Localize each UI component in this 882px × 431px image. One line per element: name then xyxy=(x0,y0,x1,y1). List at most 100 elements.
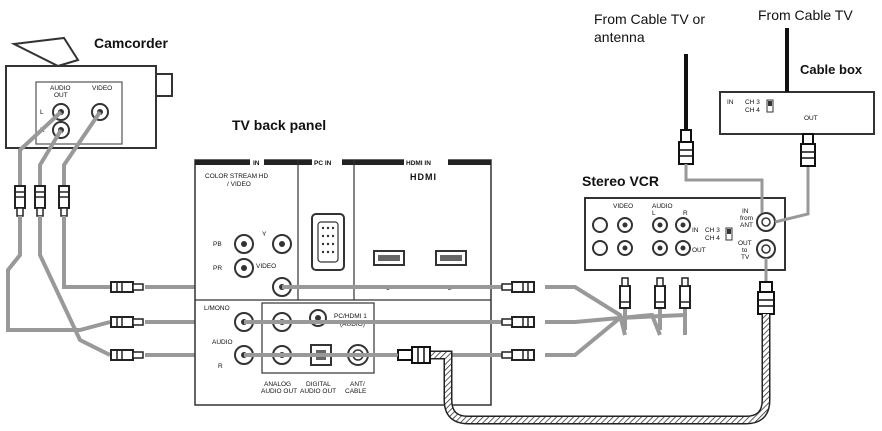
line-vcr-video-out xyxy=(545,285,627,336)
antenna-coax-cable xyxy=(678,54,694,165)
vcr-out-to-tv-label-3: TV xyxy=(741,254,750,261)
camcorder-rca-plugs xyxy=(14,185,70,217)
cable-box-out-coax-plug xyxy=(800,143,816,167)
stereo-vcr: VIDEO AUDIO L R IN OUT CH 3 CH 4 IN from… xyxy=(584,197,786,271)
tv-in-header: IN xyxy=(253,160,260,167)
cable-box-body xyxy=(719,91,875,135)
cable-video-to-tv xyxy=(62,216,110,289)
vcr-in-from-ant-label-3: ANT xyxy=(740,222,753,229)
rca-plug-tv-r-left xyxy=(110,349,144,361)
tv-pcin-label-bg xyxy=(312,157,342,167)
from-cable-tv-or-antenna-label: From Cable TV or xyxy=(594,11,705,27)
tv-y-label: Y xyxy=(262,231,267,238)
tv-hdmi-label-bg xyxy=(404,157,448,167)
stereo-vcr-title: Stereo VCR xyxy=(582,173,659,189)
tv-digital-audio-out-label: DIGITAL xyxy=(306,381,331,388)
rca-plug-vcr-l xyxy=(654,277,666,309)
rca-plug-right-l xyxy=(501,316,535,328)
tv-analog-audio-out-label: ANALOG xyxy=(264,381,291,388)
cable-box-ch4-label: CH 4 xyxy=(745,107,760,114)
rca-plug-cam-l xyxy=(14,185,26,217)
vcr-in-from-ant-label: IN xyxy=(742,208,749,215)
rca-plug-cam-video xyxy=(58,185,70,217)
cable-cam-r xyxy=(38,128,63,185)
cable-box: IN CH 3 CH 4 OUT xyxy=(719,91,875,135)
tv-l-mono-label: L/MONO xyxy=(204,305,230,312)
camcorder-lens-hood xyxy=(10,36,80,68)
tv-r-label: R xyxy=(218,363,223,370)
camcorder-audio-out-label: AUDIO xyxy=(50,85,71,92)
tv-pb-label: PB xyxy=(213,241,222,248)
tv-analog-audio-out-label-2: AUDIO OUT xyxy=(261,388,297,395)
from-cable-tv-or-antenna-label-2: antenna xyxy=(594,29,645,45)
vcr-video-label: VIDEO xyxy=(613,203,633,210)
cable-box-ch3-label: CH 3 xyxy=(745,99,760,106)
tv-left-rca-plugs xyxy=(110,281,144,361)
vcr-out-coax-plug xyxy=(757,291,775,315)
camcorder-l-label: L xyxy=(40,109,44,116)
vcr-l-label: L xyxy=(652,210,656,217)
tv-pc-hdmi1-label-2: (AUDIO) xyxy=(340,321,365,328)
tv-to-vcr-cables xyxy=(244,285,687,357)
line-vcr-l-out xyxy=(545,312,662,336)
tv-panel-top-bar xyxy=(195,160,491,165)
rca-plug-vcr-r xyxy=(679,277,691,309)
rca-plug-cam-r xyxy=(34,185,46,217)
vcr-ch3-label: CH 3 xyxy=(705,227,720,234)
cable-cam-video xyxy=(62,110,102,185)
rca-plug-tv-video-left xyxy=(110,281,144,293)
from-cable-tv-label: From Cable TV xyxy=(758,7,853,23)
tv-color-stream-label: COLOR STREAM HD xyxy=(205,173,269,180)
camcorder-viewfinder xyxy=(155,73,173,97)
tv-hdmi-in-header: HDMI IN xyxy=(406,160,431,167)
vcr-in-label: IN xyxy=(692,227,699,234)
rca-plug-right-video xyxy=(501,281,535,293)
vcr-body xyxy=(584,197,786,271)
antenna-coax-plug xyxy=(678,141,694,165)
tv-right-rca-plugs xyxy=(501,281,535,361)
tv-ant-cable-label: ANT/ xyxy=(350,381,365,388)
camcorder: AUDIO OUT VIDEO L R xyxy=(5,36,173,149)
cable-box-out-label: OUT xyxy=(804,115,818,122)
vcr-to-tv-coax xyxy=(368,258,775,425)
line-antenna-to-vcr xyxy=(684,164,764,213)
tv-back-panel-title: TV back panel xyxy=(232,117,326,133)
tv-ant-coax-plug xyxy=(411,346,431,364)
tv-pc-in-header: PC IN xyxy=(314,160,332,167)
camcorder-video-label: VIDEO xyxy=(92,85,112,92)
tv-audio-label: AUDIO xyxy=(212,339,233,346)
tv-in-label-bg xyxy=(250,157,264,167)
rf-connection-lines xyxy=(684,164,810,224)
vcr-svideo-in-jack xyxy=(592,217,608,233)
camcorder-cables xyxy=(18,110,102,185)
tv-video-label: VIDEO xyxy=(256,263,276,270)
vcr-in-from-ant-label-2: from xyxy=(740,215,753,222)
tv-ant-cable-label-2: CABLE xyxy=(345,388,367,395)
camcorder-audio-out-label-2: OUT xyxy=(54,92,68,99)
cable-box-out-coax xyxy=(800,133,816,167)
vcr-audio-label: AUDIO xyxy=(652,203,673,210)
cable-cam-l xyxy=(18,110,63,185)
tv-pc-hdmi1-label: PC/HDMI 1 xyxy=(334,313,367,320)
tv-back-panel: IN PC IN HDMI IN HDMI COLOR STREAM HD / … xyxy=(194,157,492,406)
camcorder-title: Camcorder xyxy=(94,35,168,51)
vcr-out-label: OUT xyxy=(692,247,706,254)
vcr-out-to-tv-label: OUT xyxy=(738,240,752,247)
vcr-ch4-label: CH 4 xyxy=(705,235,720,242)
vcr-out-to-tv-label-2: to xyxy=(742,247,748,254)
tv-digital-audio-out-label-2: AUDIO OUT xyxy=(300,388,336,395)
vcr-r-label: R xyxy=(683,210,688,217)
camcorder-to-tv-cables xyxy=(6,216,111,357)
cable-box-in-label: IN xyxy=(727,99,734,106)
rca-plug-vcr-video xyxy=(619,277,631,309)
line-cablebox-to-vcr xyxy=(774,166,810,224)
rca-plug-right-r xyxy=(501,349,535,361)
cable-r-to-tv xyxy=(38,216,111,357)
cable-l-to-tv xyxy=(6,216,111,332)
rca-plug-tv-l-left xyxy=(110,316,144,328)
tv-pr-label: PR xyxy=(213,265,222,272)
coax-loop-fill xyxy=(430,314,769,423)
vcr-svideo-out-jack xyxy=(592,240,608,256)
tv-color-stream-label-2: / VIDEO xyxy=(227,181,251,188)
